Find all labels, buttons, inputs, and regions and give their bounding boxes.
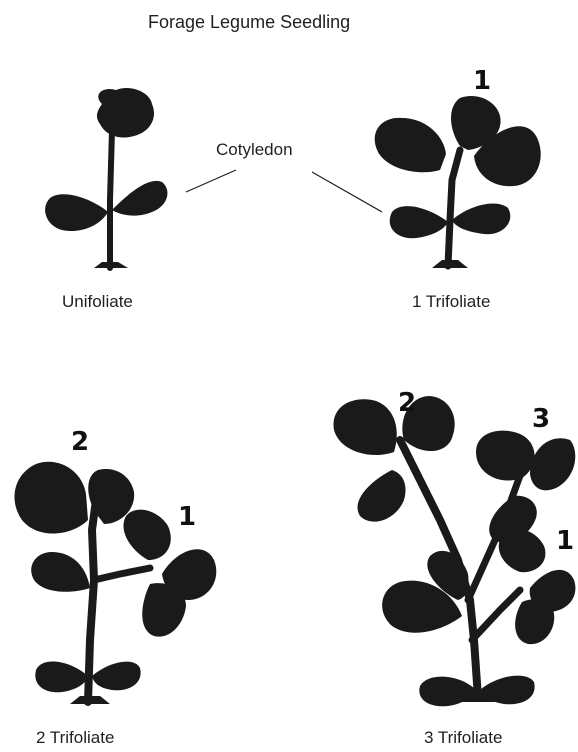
one-trifoliate-leaf-number-1: 1 xyxy=(473,66,491,96)
caption-three-trifoliate: 3 Trifoliate xyxy=(424,728,502,748)
two-trifoliate-leaf-number-1: 1 xyxy=(178,502,196,532)
one-trifoliate-plant xyxy=(375,96,541,268)
three-trifoliate-leaf-number-1: 1 xyxy=(556,526,574,556)
cotyledon-pointer-right xyxy=(312,172,382,212)
unifoliate-leaf xyxy=(97,88,154,138)
two-trifoliate-leaflet-c xyxy=(31,552,90,592)
two-trifoliate-cotyledon-right xyxy=(92,662,141,691)
three-trifoliate-plant xyxy=(333,396,575,706)
three-trifoliate-stem-lower xyxy=(472,590,520,640)
two-trifoliate-leaflet-f xyxy=(142,583,186,637)
two-trifoliate-stem-branch xyxy=(94,568,150,580)
three-trifoliate-leaflet-2a xyxy=(333,399,396,455)
two-trifoliate-cotyledon-left xyxy=(35,661,88,692)
caption-two-trifoliate: 2 Trifoliate xyxy=(36,728,114,748)
two-trifoliate-leaf-number-2: 2 xyxy=(71,427,89,457)
three-trifoliate-leaflet-3b xyxy=(530,438,575,490)
one-trifoliate-stem xyxy=(448,150,460,266)
unifoliate-cotyledon-right xyxy=(112,181,167,216)
two-trifoliate-stem-main xyxy=(88,500,96,702)
two-trifoliate-plant xyxy=(14,462,216,704)
one-trifoliate-cotyledon-left xyxy=(390,206,448,238)
one-trifoliate-base xyxy=(432,260,468,268)
three-trifoliate-leaflet-3a xyxy=(476,431,535,481)
three-trifoliate-leaf-number-3: 3 xyxy=(532,404,550,434)
two-trifoliate-base xyxy=(70,696,110,704)
cotyledon-pointer-left xyxy=(186,170,236,192)
unifoliate-cotyledon-left xyxy=(45,194,108,231)
unifoliate-plant xyxy=(45,88,167,268)
unifoliate-base xyxy=(94,262,128,268)
caption-unifoliate: Unifoliate xyxy=(62,292,133,312)
three-trifoliate-leaflet-1a xyxy=(499,529,546,572)
caption-one-trifoliate: 1 Trifoliate xyxy=(412,292,490,312)
unifoliate-stem xyxy=(110,130,112,268)
one-trifoliate-leaflet-left xyxy=(375,118,446,172)
three-trifoliate-leaf-number-2: 2 xyxy=(398,388,416,418)
one-trifoliate-cotyledon-right xyxy=(452,204,510,235)
three-trifoliate-leaflet-2c xyxy=(358,470,406,522)
three-trifoliate-leaflet-1c xyxy=(515,599,554,644)
two-trifoliate-leaflet-a xyxy=(14,462,88,534)
two-trifoliate-leaflet-d xyxy=(123,510,170,560)
